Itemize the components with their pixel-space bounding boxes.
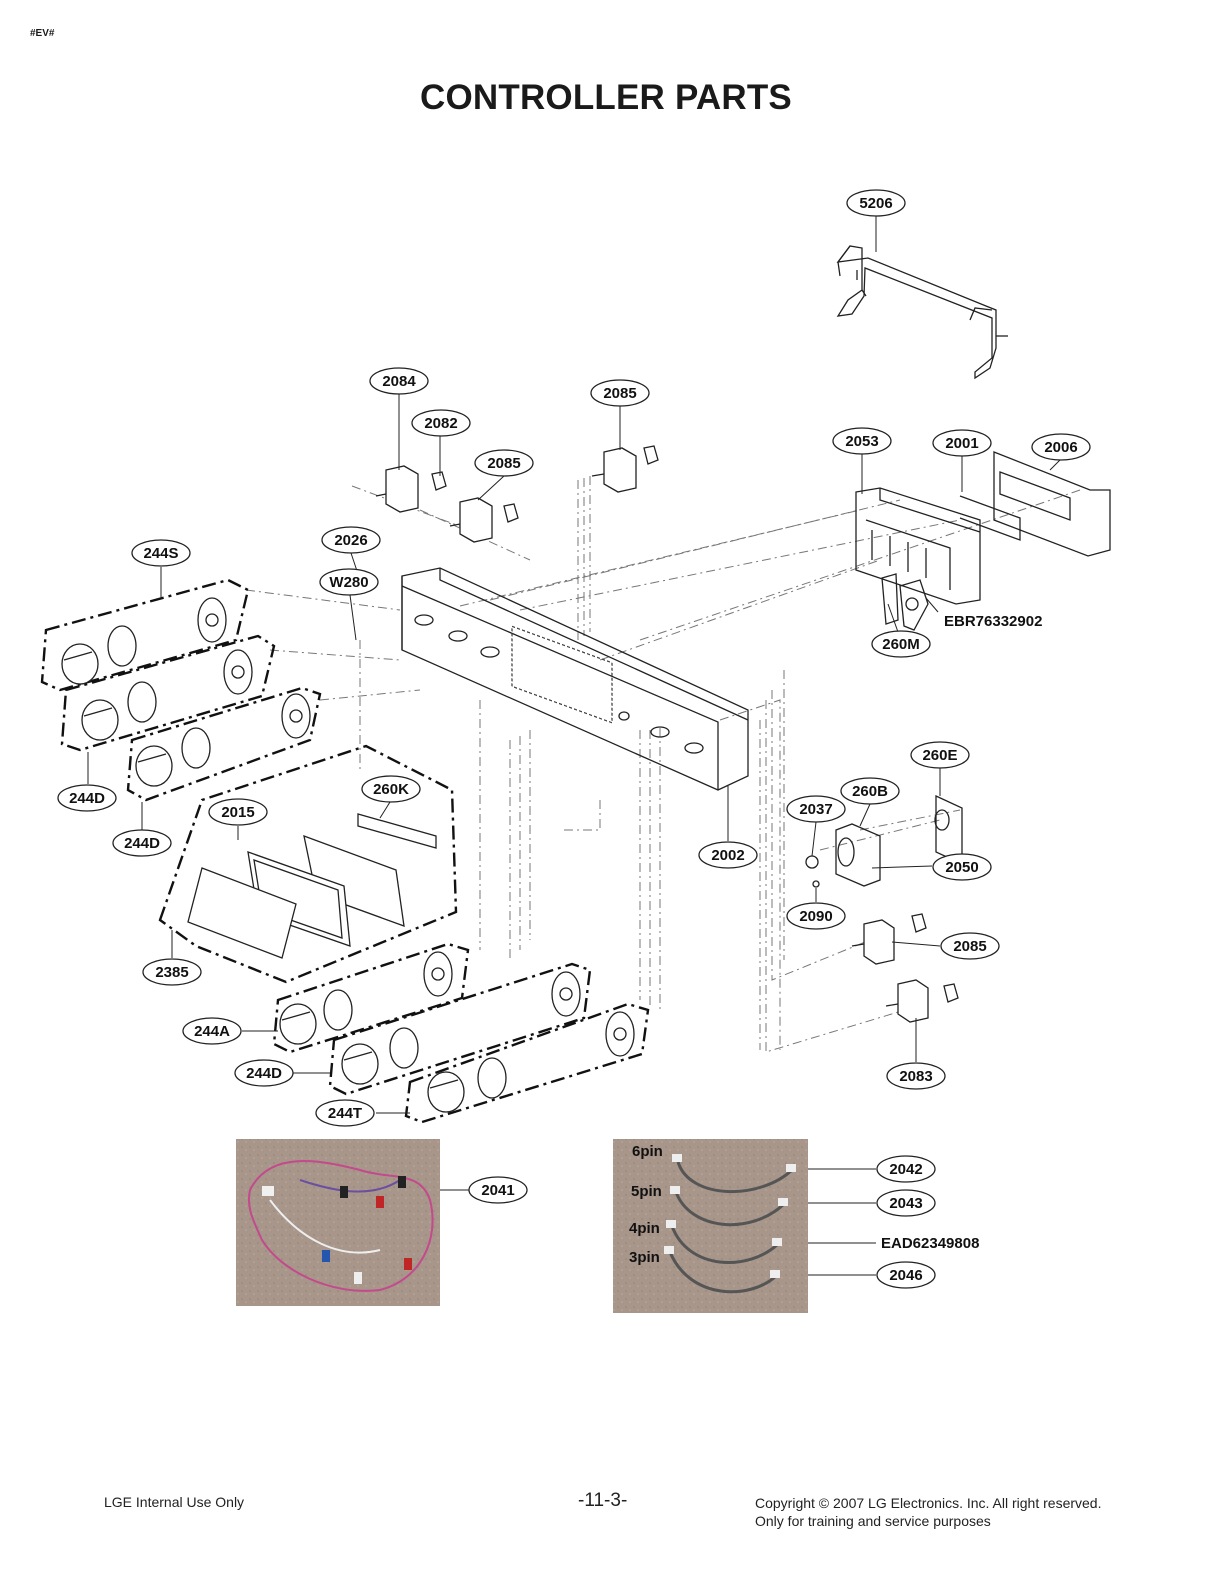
callout-260K: 260K: [361, 775, 421, 803]
callout-2026: 2026: [321, 526, 381, 554]
svg-text:5206: 5206: [859, 195, 892, 212]
switches: [375, 445, 959, 1023]
wire-harness-photo: [236, 1139, 440, 1306]
callout-2085-b: 2085: [590, 379, 650, 407]
header-tag: #EV#: [30, 28, 55, 39]
callout-260B: 260B: [840, 777, 900, 805]
callout-2053: 2053: [832, 427, 892, 455]
svg-text:260K: 260K: [373, 781, 409, 798]
callout-260M: 260M: [871, 630, 931, 658]
callout-244A: 244A: [182, 1017, 242, 1045]
svg-text:244D: 244D: [124, 835, 160, 852]
svg-text:2006: 2006: [1044, 439, 1077, 456]
footer-copyright: Copyright © 2007 LG Electronics. Inc. Al…: [755, 1494, 1101, 1530]
callout-2082: 2082: [411, 409, 471, 437]
callout-2001: 2001: [932, 429, 992, 457]
callout-244D-2: 244D: [112, 829, 172, 857]
svg-text:EAD62349808: EAD62349808: [881, 1235, 979, 1252]
svg-text:2026: 2026: [334, 532, 367, 549]
footer-internal-use: LGE Internal Use Only: [104, 1494, 245, 1510]
svg-text:2002: 2002: [711, 847, 744, 864]
dashed-guides: [245, 476, 1081, 1053]
callout-5206: 5206: [846, 189, 906, 217]
callout-244D-1: 244D: [57, 784, 117, 812]
callout-2046: 2046: [876, 1261, 936, 1289]
svg-text:244D: 244D: [246, 1065, 282, 1082]
svg-text:2084: 2084: [382, 373, 416, 390]
svg-text:2083: 2083: [899, 1068, 932, 1085]
svg-text:2385: 2385: [155, 964, 188, 981]
svg-text:2015: 2015: [221, 804, 254, 821]
callout-EAD62349808: EAD62349808: [881, 1235, 979, 1252]
callout-2006: 2006: [1031, 433, 1091, 461]
callout-2090: 2090: [786, 902, 846, 930]
svg-text:244A: 244A: [194, 1023, 230, 1040]
callout-2050: 2050: [932, 853, 992, 881]
svg-text:W280: W280: [329, 574, 368, 591]
callout-EBR76332902: EBR76332902: [944, 613, 1042, 630]
knobs: [61, 597, 635, 1113]
control-panel-2002: [401, 567, 749, 791]
copyright-line-1: Copyright © 2007 LG Electronics. Inc. Al…: [755, 1495, 1102, 1511]
svg-text:2053: 2053: [845, 433, 878, 450]
svg-text:2041: 2041: [481, 1182, 514, 1199]
svg-text:2082: 2082: [424, 415, 457, 432]
page-number: -11-3-: [578, 1490, 628, 1511]
svg-text:2090: 2090: [799, 908, 832, 925]
display-module: [855, 451, 1111, 631]
knob-frames: [40, 578, 650, 1124]
callout-W280: W280: [319, 568, 379, 596]
callout-2085-c: 2085: [940, 932, 1000, 960]
svg-text:2043: 2043: [889, 1195, 922, 1212]
bracket-5206: [836, 245, 1008, 380]
callout-2043: 2043: [876, 1189, 936, 1217]
svg-text:2085: 2085: [603, 385, 636, 402]
leader-lines: [87, 216, 1061, 1276]
connector-cables-photo: 6pin 5pin 4pin 3pin: [613, 1139, 808, 1313]
callout-260E: 260E: [910, 741, 970, 769]
page-title: CONTROLLER PARTS: [420, 78, 792, 117]
pin-label-3: 3pin: [629, 1249, 660, 1266]
callout-2083: 2083: [886, 1062, 946, 1090]
callout-244D-3: 244D: [234, 1059, 294, 1087]
callout-244S: 244S: [131, 539, 191, 567]
svg-text:260B: 260B: [852, 783, 888, 800]
svg-text:244D: 244D: [69, 790, 105, 807]
svg-text:2085: 2085: [953, 938, 986, 955]
callout-2002: 2002: [698, 841, 758, 869]
svg-text:EBR76332902: EBR76332902: [944, 613, 1042, 630]
pin-label-5: 5pin: [631, 1183, 662, 1200]
callout-244T: 244T: [315, 1099, 375, 1127]
callout-2085-a: 2085: [474, 449, 534, 477]
callout-2041: 2041: [468, 1176, 528, 1204]
callout-2042: 2042: [876, 1155, 936, 1183]
pin-label-6: 6pin: [632, 1143, 663, 1160]
copyright-line-2: Only for training and service purposes: [755, 1513, 991, 1529]
svg-text:244T: 244T: [328, 1105, 362, 1122]
svg-text:2001: 2001: [945, 435, 978, 452]
callout-2084: 2084: [369, 367, 429, 395]
svg-text:2046: 2046: [889, 1267, 922, 1284]
svg-text:260M: 260M: [882, 636, 920, 653]
callout-2015: 2015: [208, 798, 268, 826]
part-callouts: 5206 2084 2082 2085 2085 2053 2001 2006 …: [57, 189, 1091, 1289]
svg-text:2085: 2085: [487, 455, 520, 472]
svg-text:2042: 2042: [889, 1161, 922, 1178]
svg-text:260E: 260E: [922, 747, 957, 764]
svg-text:2037: 2037: [799, 801, 832, 818]
svg-text:2050: 2050: [945, 859, 978, 876]
callout-2385: 2385: [142, 958, 202, 986]
callout-2037: 2037: [786, 795, 846, 823]
window-assembly: [187, 813, 437, 959]
svg-text:244S: 244S: [143, 545, 178, 562]
pin-label-4: 4pin: [629, 1220, 660, 1237]
